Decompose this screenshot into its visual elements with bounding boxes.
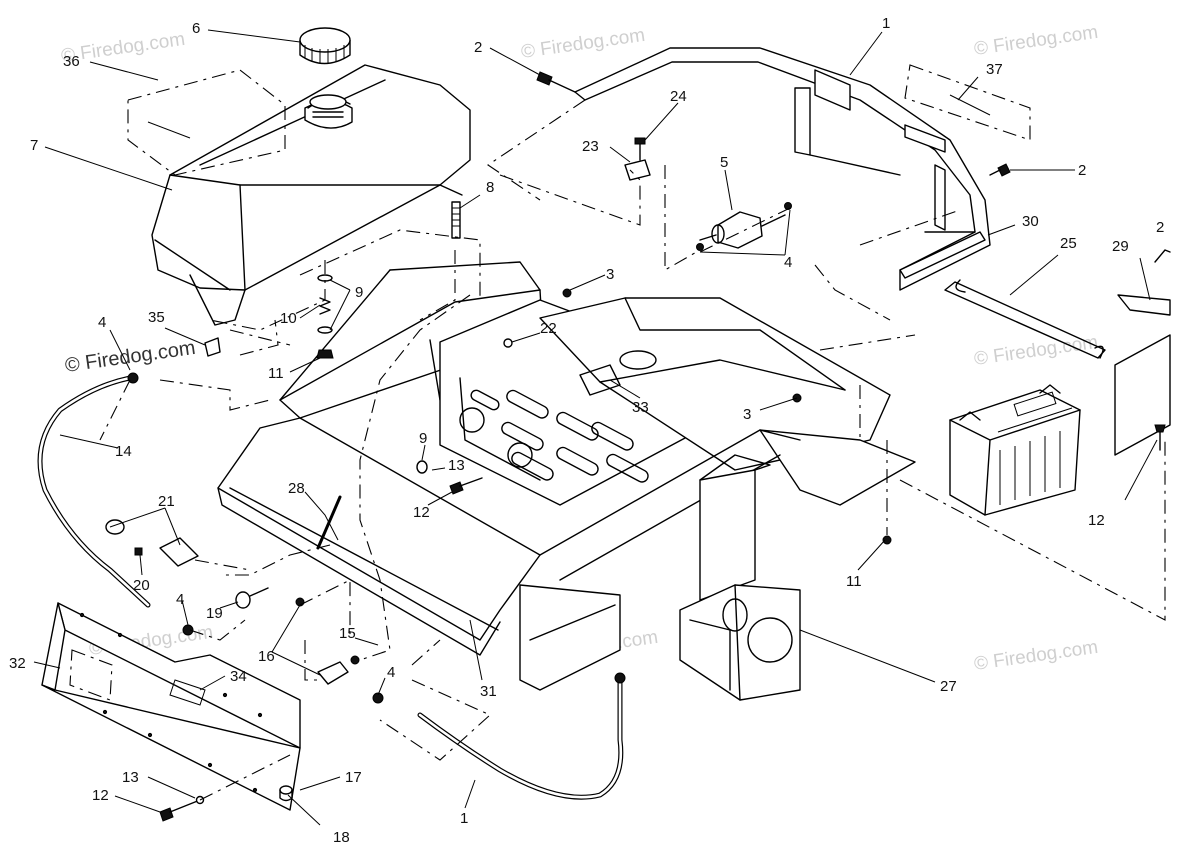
callout-4: 4	[387, 664, 395, 681]
callout-9: 9	[419, 430, 427, 447]
callout-32: 32	[9, 655, 26, 672]
hardware	[105, 71, 1166, 822]
callout-4: 4	[98, 314, 106, 331]
callout-35: 35	[148, 309, 165, 326]
callout-23: 23	[582, 138, 599, 155]
callout-30: 30	[1022, 213, 1039, 230]
callout-11: 11	[846, 573, 862, 590]
fuel-filter	[699, 211, 786, 249]
callout-12: 12	[92, 787, 109, 804]
callout-10: 10	[280, 310, 297, 327]
hitch-bracket	[679, 584, 801, 701]
callout-29: 29	[1112, 238, 1129, 255]
callout-20: 20	[133, 577, 150, 594]
callout-12: 12	[1088, 512, 1105, 529]
callout-27: 27	[940, 678, 957, 695]
callout-11: 11	[268, 365, 284, 382]
right-bracket	[1114, 249, 1171, 456]
callout-2: 2	[1078, 162, 1086, 179]
fuel-lines	[37, 375, 624, 800]
watermark-text: © Firedog.com	[520, 25, 647, 63]
callout-1: 1	[460, 810, 468, 827]
callout-16: 16	[258, 648, 275, 665]
callout-8: 8	[486, 179, 494, 196]
callout-12: 12	[413, 504, 430, 521]
callout-37: 37	[986, 61, 1003, 78]
callout-33: 33	[632, 399, 649, 416]
callout-2: 2	[1156, 219, 1164, 236]
hold-down-rod	[944, 279, 1106, 359]
fuel-cap	[299, 27, 351, 65]
callout-13: 13	[448, 457, 465, 474]
callout-25: 25	[1060, 235, 1077, 252]
callout-24: 24	[670, 88, 687, 105]
battery	[949, 384, 1081, 516]
callout-31: 31	[480, 683, 497, 700]
callout-22: 22	[540, 320, 557, 337]
watermark-text: © Firedog.com	[973, 637, 1100, 675]
callout-34: 34	[230, 668, 247, 685]
callout-4: 4	[176, 591, 184, 608]
callout-19: 19	[206, 605, 223, 622]
callout-7: 7	[30, 137, 38, 154]
callout-28: 28	[288, 480, 305, 497]
callout-3: 3	[606, 266, 614, 283]
callout-6: 6	[192, 20, 200, 37]
callout-2: 2	[474, 39, 482, 56]
callout-14: 14	[115, 443, 132, 460]
callout-3: 3	[743, 406, 751, 423]
callout-36: 36	[63, 53, 80, 70]
assembly-lines	[99, 99, 1166, 801]
callout-13: 13	[122, 769, 139, 786]
callout-18: 18	[333, 829, 350, 846]
callout-15: 15	[339, 625, 356, 642]
callout-labels: 6 36 7 2 1 37 2 2 24 23 5 4 8 3 9 10 11 …	[9, 15, 1164, 846]
main-frame	[217, 261, 916, 691]
callout-4: 4	[784, 254, 792, 271]
watermark-text: © Firedog.com	[973, 22, 1100, 60]
callout-21: 21	[158, 493, 175, 510]
callout-17: 17	[345, 769, 362, 786]
callout-5: 5	[720, 154, 728, 171]
floor-panel	[41, 602, 301, 811]
frame-slots	[459, 389, 649, 483]
leader-lines	[33, 29, 1158, 826]
callout-9: 9	[355, 284, 363, 301]
watermark-text: © Firedog.com	[64, 337, 197, 377]
decal-37	[904, 64, 1031, 141]
fuel-tank	[151, 64, 471, 326]
callout-1: 1	[882, 15, 890, 32]
decal-36	[127, 69, 286, 176]
